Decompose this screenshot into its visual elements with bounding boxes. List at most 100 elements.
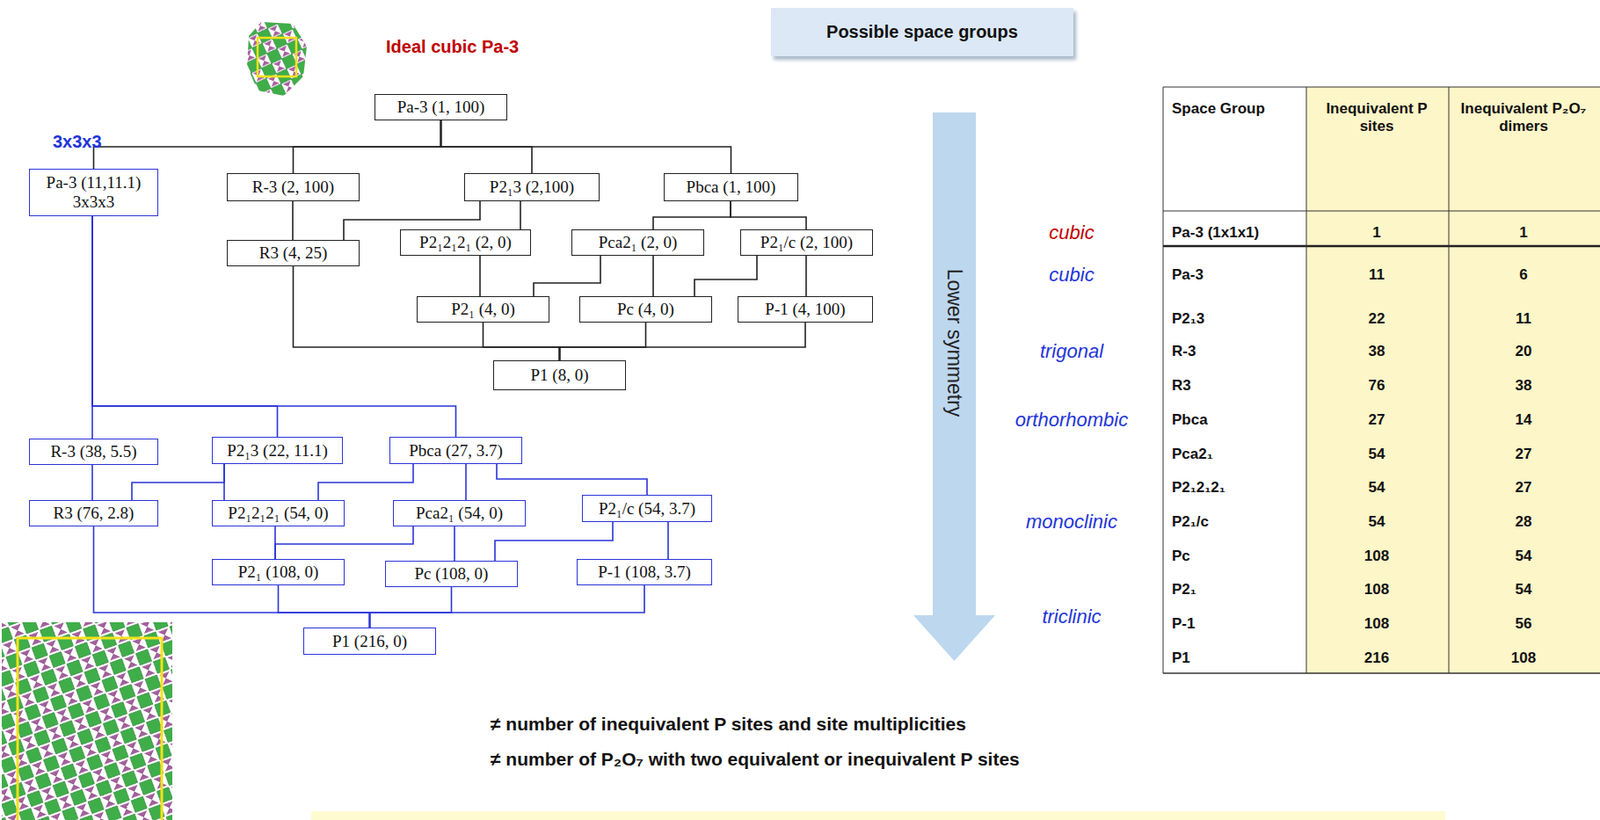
table-cell: P2₁/c (1166, 509, 1302, 535)
table-cell: 108 (1309, 611, 1444, 637)
table-cell: 108 (1452, 646, 1595, 671)
header-box: Possible space groups (770, 7, 1074, 57)
node-text: R-3 (2, 100) (252, 177, 335, 197)
table-cell: P2₁2₁2₁ (1166, 475, 1302, 501)
space-group-box: P2₁/c (2, 100) (740, 229, 873, 256)
space-group-box: P-1 (4, 100) (737, 296, 873, 323)
tree-connector (494, 522, 613, 561)
table-cell: 108 (1309, 577, 1444, 603)
crystal-system: orthorhombic (1015, 408, 1128, 432)
node-text: P-1 (108, 3.7) (597, 562, 691, 582)
crystal-system: monoclinic (1025, 510, 1118, 534)
tree-connector (291, 201, 294, 240)
symmetry-arrow: Lower symmetry (913, 112, 996, 662)
crystal-system: cubic (1048, 263, 1094, 287)
table-cell: 76 (1309, 373, 1444, 399)
tree-connector (370, 587, 452, 628)
node-text: Possible space groups (826, 21, 1019, 43)
node-text: P2₁2₁2₁ (2, 0) (419, 232, 512, 253)
table-cell: 1 (1309, 220, 1444, 246)
crystal-system: triclinic (1041, 605, 1101, 629)
title-note: Ideal cubic Pa-3 (385, 36, 519, 58)
table-cell: R-3 (1166, 339, 1302, 364)
tree-connector (274, 526, 277, 560)
tree-connector (560, 322, 807, 361)
node-text: P1 (8, 0) (530, 365, 590, 386)
space-group-box: Pc (4, 0) (579, 296, 713, 323)
node-text: P2₁2₁2₁ (54, 0) (227, 503, 328, 524)
tree-connector (730, 201, 807, 230)
tree-connector (293, 120, 442, 174)
tree-connector (533, 255, 601, 297)
note-text: ≠ number of inequivalent P sites and sit… (490, 713, 967, 735)
node-text: R-3 (38, 5.5) (50, 442, 137, 462)
node-text: Lower symmetry (942, 269, 966, 418)
space-group-box: P2₁ (4, 0) (416, 296, 550, 323)
table-cell: 27 (1452, 442, 1595, 467)
table-cell: 38 (1309, 339, 1444, 364)
space-group-box: Pca2₁ (2, 0) (571, 229, 705, 256)
tree-connector (694, 255, 757, 297)
space-group-box: Pbca (27, 3.7) (389, 436, 523, 465)
tree-connector (652, 255, 655, 297)
table-cell: 20 (1452, 339, 1595, 364)
table-cell: 11 (1309, 262, 1444, 288)
tree-connector (560, 322, 647, 361)
tree-connector (318, 464, 414, 501)
space-group-box: R3 (76, 2.8) (29, 500, 159, 527)
table-cell: 38 (1452, 373, 1595, 399)
space-group-box: Pc (108, 0) (385, 560, 518, 588)
node-text: R3 (4, 25) (259, 243, 328, 263)
space-group-box: R3 (4, 25) (226, 240, 360, 267)
table-cell: Pa-3 (1166, 262, 1302, 288)
tree-connector (465, 464, 467, 501)
table-cell: 6 (1452, 262, 1595, 288)
tree-connector (483, 322, 560, 361)
node-text: P2₁ (108, 0) (238, 562, 320, 582)
table-cell: P-1 (1166, 611, 1302, 637)
node-text: P-1 (4, 100) (764, 299, 845, 320)
node-text: Pca2₁ (2, 0) (598, 232, 677, 253)
table-header: Inequivalent P₂O₇ dimers (1452, 91, 1595, 206)
tree-connector (131, 464, 225, 501)
space-group-box: P2₁/c (54, 3.7) (581, 494, 713, 523)
tree-connector (278, 585, 371, 628)
node-text: Pca2₁ (54, 0) (415, 503, 503, 524)
tree-connector (653, 201, 731, 230)
supercell-note: 3x3x3 (52, 131, 102, 153)
tree-connector (94, 120, 442, 169)
node-text: Pc (4, 0) (617, 299, 675, 320)
node-text: P2₁3 (2,100) (489, 177, 575, 197)
space-group-box: P1 (8, 0) (493, 360, 626, 391)
tree-connector (441, 120, 732, 174)
table-cell: 54 (1452, 577, 1595, 603)
tree-connector (496, 464, 648, 495)
node-text: P2₁/c (54, 3.7) (598, 499, 696, 519)
table-cell: 54 (1309, 509, 1444, 535)
table-cell: 11 (1452, 306, 1595, 332)
table-cell: 27 (1309, 407, 1444, 433)
node-text: P2₁/c (2, 100) (760, 232, 853, 253)
space-group-box: P1 (216, 0) (303, 627, 437, 655)
space-group-box: P2₁3 (22, 11.1) (211, 436, 343, 465)
table-cell: R3 (1166, 373, 1302, 399)
table-cell: P2₁3 (1166, 306, 1302, 332)
node-text: Pc (108, 0) (414, 564, 489, 584)
space-group-box: P-1 (108, 3.7) (576, 559, 713, 586)
space-group-box: P2₁2₁2₁ (2, 0) (400, 229, 531, 256)
node-text: Pa-3 (1, 100) (397, 97, 486, 117)
table-cell: 1 (1452, 220, 1595, 246)
table-cell: Pca2₁ (1166, 442, 1302, 467)
table-cell: 14 (1452, 407, 1595, 433)
space-group-box: P2₁2₁2₁ (54, 0) (211, 500, 345, 527)
node-text: P1 (216, 0) (332, 632, 408, 652)
table-cell: 216 (1309, 646, 1444, 671)
space-group-box: Pa-3 (11,11.1)3x3x3 (29, 168, 159, 217)
tree-connector (94, 526, 371, 628)
table-header: Space Group (1166, 91, 1302, 206)
tree-connector (479, 255, 481, 297)
tree-connector (370, 585, 646, 628)
crystal-system: trigonal (1040, 340, 1104, 364)
space-group-box: R-3 (2, 100) (226, 173, 360, 202)
space-group-box: P2₁3 (2,100) (464, 173, 600, 202)
